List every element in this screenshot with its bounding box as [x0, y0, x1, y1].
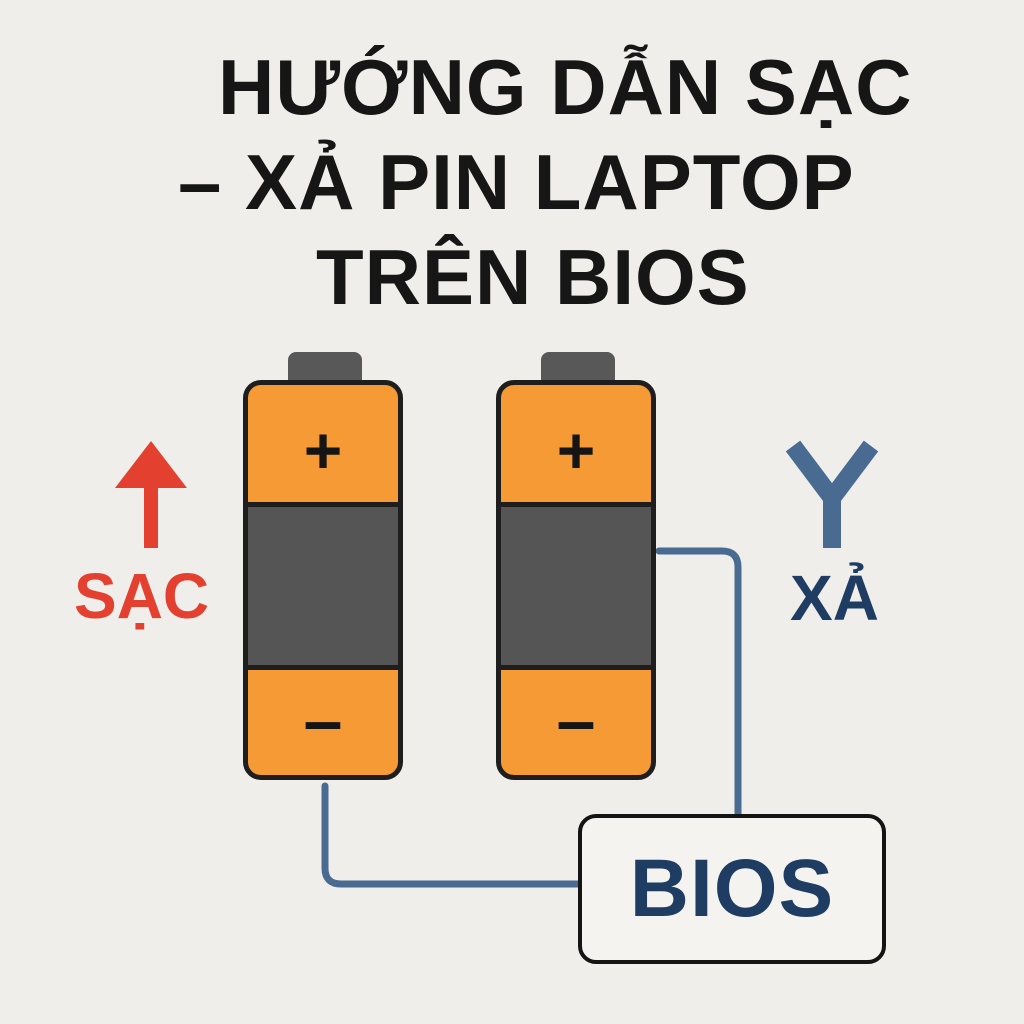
wire-right-battery-to-bios: [655, 547, 742, 818]
title-line-2: – XẢ PIN LAPTOP: [178, 138, 855, 226]
battery-cap-right: [541, 352, 615, 384]
positive-terminal-label: +: [556, 413, 596, 487]
battery-right: + –: [496, 380, 656, 780]
negative-terminal-label: –: [303, 681, 343, 759]
title-line-3: TRÊN BIOS: [316, 233, 750, 321]
battery-left: + –: [243, 380, 403, 780]
battery-band: [501, 502, 651, 670]
battery-cap-left: [288, 352, 362, 384]
negative-terminal-label: –: [556, 681, 596, 759]
discharge-label: XẢ: [790, 562, 879, 634]
charge-label: SẠC: [74, 560, 210, 632]
title-line-1: HƯỚNG DẪN SẠC: [218, 43, 913, 131]
wire-left-battery-to-bios: [321, 782, 582, 888]
battery-band: [248, 502, 398, 670]
positive-terminal-label: +: [303, 413, 343, 487]
bios-box: BIOS: [578, 814, 886, 964]
arrow-up-icon: [115, 441, 187, 548]
y-symbol-icon: [785, 440, 879, 548]
bios-label: BIOS: [629, 843, 835, 934]
